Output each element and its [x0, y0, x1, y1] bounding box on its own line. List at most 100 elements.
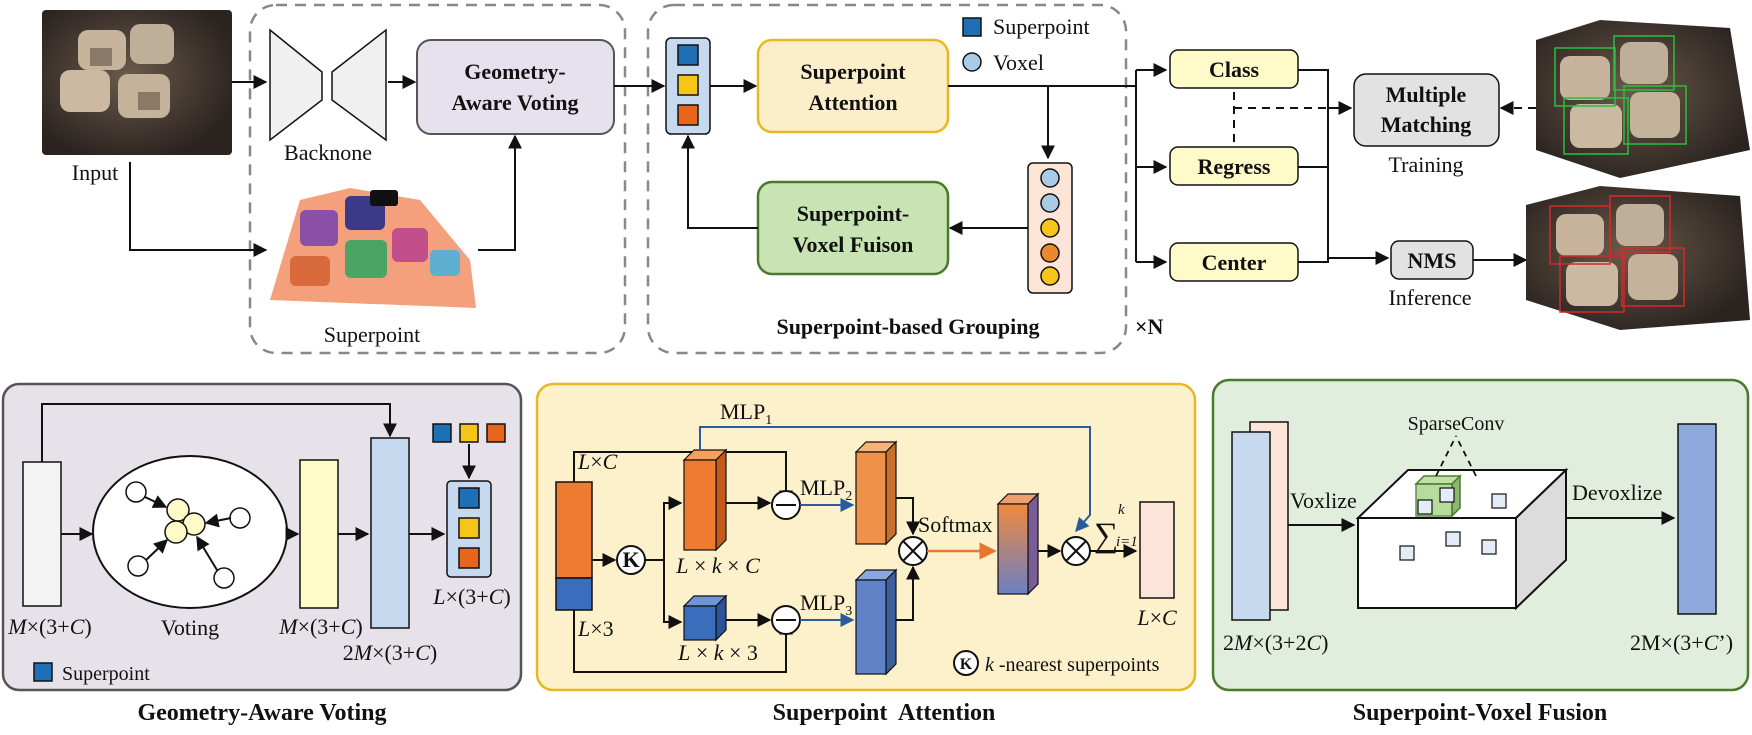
voting-stack-blue: [458, 487, 480, 509]
mlp2-label: MLP2: [800, 475, 852, 504]
sparseconv-dash-right: [1455, 435, 1477, 477]
inference-label: Inference: [1388, 285, 1471, 310]
knn-legend-label: k -nearest superpoints: [985, 654, 1160, 676]
voting-concat-feature: [370, 437, 410, 629]
fusion-box-line-1: Superpoint-: [797, 201, 909, 226]
sum-bottom: i=1: [1116, 534, 1138, 550]
knn-feature-c-box: [682, 448, 728, 552]
arrow-mlp2-multiply: [896, 497, 920, 536]
superpoint-label: Superpoint: [324, 322, 421, 347]
sum-top: k: [1118, 502, 1125, 518]
class-head-label: Class: [1209, 57, 1260, 82]
repeat-label: ×N: [1135, 314, 1164, 339]
voting-legend-label: Superpoint: [62, 663, 150, 685]
training-label: Training: [1389, 152, 1464, 177]
fusion-dim-in: 2M×(3+2C): [1223, 630, 1328, 655]
legend-superpoint-square: [962, 17, 982, 37]
attention-dim-lxc-out: L×C: [1136, 605, 1177, 630]
voxlize-label: Voxlize: [1290, 488, 1357, 513]
voxel-grid-slab: [1355, 467, 1569, 611]
legend-voxel-label: Voxel: [993, 50, 1044, 75]
arrow-fusion-stack: [681, 134, 758, 229]
voxel-circle-1: [1040, 168, 1060, 188]
voting-dim-l: L×(3+C): [432, 584, 510, 609]
attention-box-line-2: Attention: [808, 90, 897, 115]
stack-square-blue: [677, 44, 699, 66]
training-gt-scene-image: [1536, 20, 1750, 178]
knn-legend-symbol: [953, 650, 979, 676]
arrow-voting-skip: [41, 403, 397, 462]
voting-points: [125, 481, 251, 589]
attention-input-feature-c: [555, 481, 593, 579]
voting-box-line-2: Aware Voting: [452, 90, 579, 115]
fusion-dim-out: 2M×(3+C’): [1630, 630, 1733, 655]
regress-head-label: Regress: [1198, 154, 1271, 179]
voting-dim-2m: 2M×(3+C): [343, 640, 437, 665]
arrow-knn-3: [663, 560, 683, 629]
voting-input-feature: [22, 461, 62, 607]
mlp2-output-box: [854, 440, 898, 546]
arrow-input-skip-bottom: [573, 610, 793, 673]
fusion-input-feature-front: [1231, 431, 1271, 621]
voting-sq-orange: [486, 423, 506, 443]
center-head-label: Center: [1202, 250, 1267, 275]
mlp3-output-box: [854, 568, 898, 676]
backbone-label: Backnone: [284, 140, 372, 165]
arrow-mlp1: [699, 426, 1091, 533]
knn-operator-label: K: [622, 547, 639, 572]
attention-output-feature: [1139, 501, 1175, 599]
attention-box-line-1: Superpoint: [800, 59, 906, 84]
knn-legend-symbol-label: K: [960, 656, 973, 673]
devoxlize-label: Devoxlize: [1572, 480, 1662, 505]
mlp3-label: MLP3: [800, 590, 852, 619]
voting-dim-mid: M×(3+C): [278, 614, 362, 639]
softmax-label: Softmax: [918, 512, 993, 537]
backbone-decoder-shape: [331, 28, 387, 142]
mlp1-label: MLP1: [720, 399, 772, 428]
voxel-cubes: [1399, 487, 1507, 561]
nms-label: NMS: [1408, 248, 1457, 273]
voting-legend-square: [33, 662, 53, 682]
voting-stack-yellow: [458, 517, 480, 539]
arrow-superpoint-voting: [478, 134, 522, 251]
grouping-title: Superpoint-based Grouping: [776, 314, 1039, 339]
multiple-matching-box: [1353, 73, 1500, 147]
legend-superpoint-label: Superpoint: [993, 14, 1090, 39]
sparseconv-dash-left: [1435, 435, 1457, 477]
arrow-input-skip-top: [573, 451, 793, 505]
backbone-voting-dashed-box: [248, 3, 627, 355]
voting-box-line-1: Geometry-: [464, 59, 565, 84]
fusion-output-feature: [1677, 423, 1717, 615]
fusion-box-line-2: Voxel Fuison: [793, 232, 914, 257]
sum-symbol: ∑: [1094, 517, 1118, 554]
attention-panel-title: Superpoint Attention: [773, 700, 996, 726]
stack-square-orange: [677, 104, 699, 126]
inference-result-scene-image: [1526, 186, 1750, 330]
voting-panel-title: Geometry-Aware Voting: [137, 700, 386, 726]
voxel-circle-4: [1040, 243, 1060, 263]
knn-feature-3-box: [682, 594, 728, 642]
attention-dim-lx3: L×3: [577, 616, 614, 641]
input-label: Input: [72, 160, 118, 185]
stack-square-yellow: [677, 74, 699, 96]
geometry-aware-voting-box: [416, 39, 615, 135]
fusion-panel-title: Superpoint-Voxel Fusion: [1353, 700, 1608, 726]
sparseconv-label: SparseConv: [1408, 413, 1505, 435]
matching-box-line-1: Multiple: [1386, 82, 1467, 107]
attention-dim-lkc: L × k × C: [675, 553, 760, 578]
voxel-circle-2: [1040, 193, 1060, 213]
multiply-2-x-b: [1065, 540, 1087, 562]
voting-label: Voting: [161, 615, 219, 640]
voxel-circle-3: [1040, 218, 1060, 238]
voting-mid-feature: [299, 459, 339, 609]
arrow-knn-c: [645, 496, 683, 561]
attention-dim-lxc-top: L×C: [577, 449, 618, 474]
arrow-mlp3-multiply: [896, 565, 920, 621]
input-scene-image: [42, 10, 232, 155]
multiply-1-x-b: [902, 540, 924, 562]
arrow-input-superpoint: [129, 162, 268, 257]
attention-weight-box: [996, 492, 1040, 596]
grouping-dashed-box: [646, 3, 1128, 355]
